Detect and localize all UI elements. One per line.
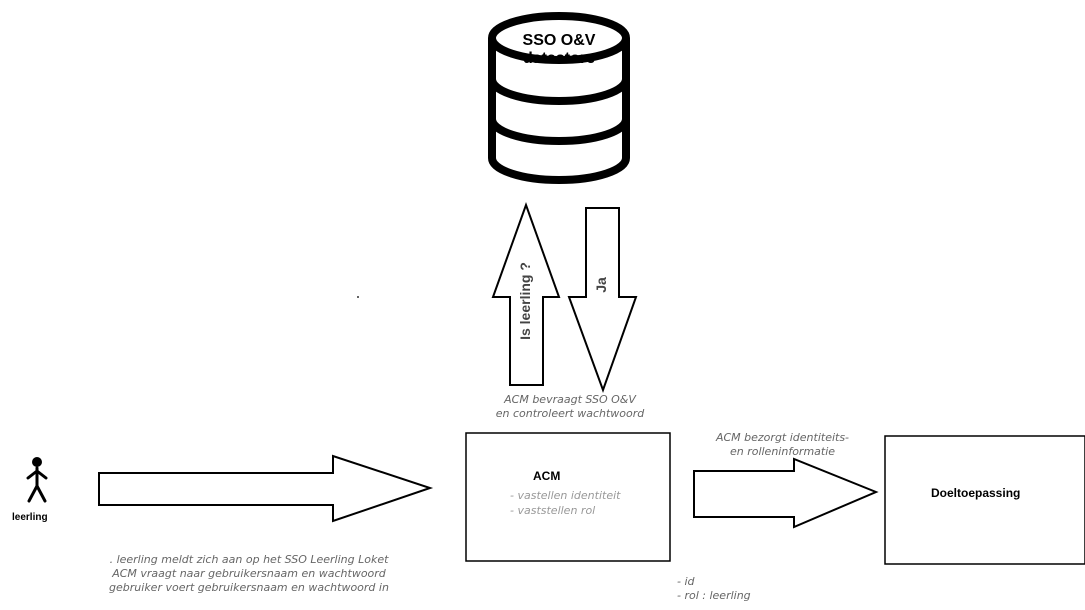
database-title-line1: SSO O&V	[522, 32, 596, 49]
acm-box-items: - vastellen identiteit - vaststellen rol	[510, 488, 620, 518]
actor-label: leerling	[12, 512, 48, 523]
acm-note-line2: en controleert wachtwoord	[495, 407, 645, 420]
target-note-line2: en rolleninformatie	[729, 445, 836, 458]
target-note: ACM bezorgt identiteits- en rolleninform…	[695, 431, 870, 459]
acm-note-line1: ACM bevraagt SSO O&V	[504, 393, 636, 406]
acm-item-role: - vaststellen rol	[510, 504, 596, 517]
database-icon	[488, 12, 630, 184]
acm-box	[465, 432, 671, 562]
target-box-title: Doeltoepassing	[931, 486, 1021, 500]
acm-note: ACM bevraagt SSO O&V en controleert wach…	[480, 393, 660, 421]
acm-item-identity: - vastellen identiteit	[510, 489, 621, 502]
target-box	[884, 435, 1085, 565]
stray-dot	[357, 296, 359, 298]
output-attr-id: - id	[677, 575, 695, 588]
person-icon	[26, 457, 48, 503]
login-step-3: gebruiker voert gebruikersnaam en wachtw…	[109, 581, 389, 594]
login-step-1: . leerling meldt zich aan op het SSO Lee…	[109, 553, 389, 566]
acm-box-title: ACM	[533, 469, 561, 483]
target-note-line1: ACM bezorgt identiteits-	[715, 431, 850, 444]
database-title: SSO O&V datastore	[490, 32, 628, 68]
query-arrow-label: Is leerling ?	[517, 262, 533, 340]
output-attr-role: - rol : leerling	[677, 589, 751, 602]
query-arrow-up	[491, 202, 561, 386]
answer-arrow-label: Ja	[593, 277, 609, 293]
login-step-2: ACM vraagt naar gebruikersnaam en wachtw…	[112, 567, 386, 580]
login-steps: . leerling meldt zich aan op het SSO Lee…	[84, 553, 414, 595]
info-arrow-right	[693, 457, 879, 529]
output-attrs: - id - rol : leerling	[677, 575, 751, 603]
login-arrow-right	[98, 454, 434, 523]
answer-arrow-down	[567, 207, 638, 393]
database-title-line2: datastore	[522, 50, 596, 67]
